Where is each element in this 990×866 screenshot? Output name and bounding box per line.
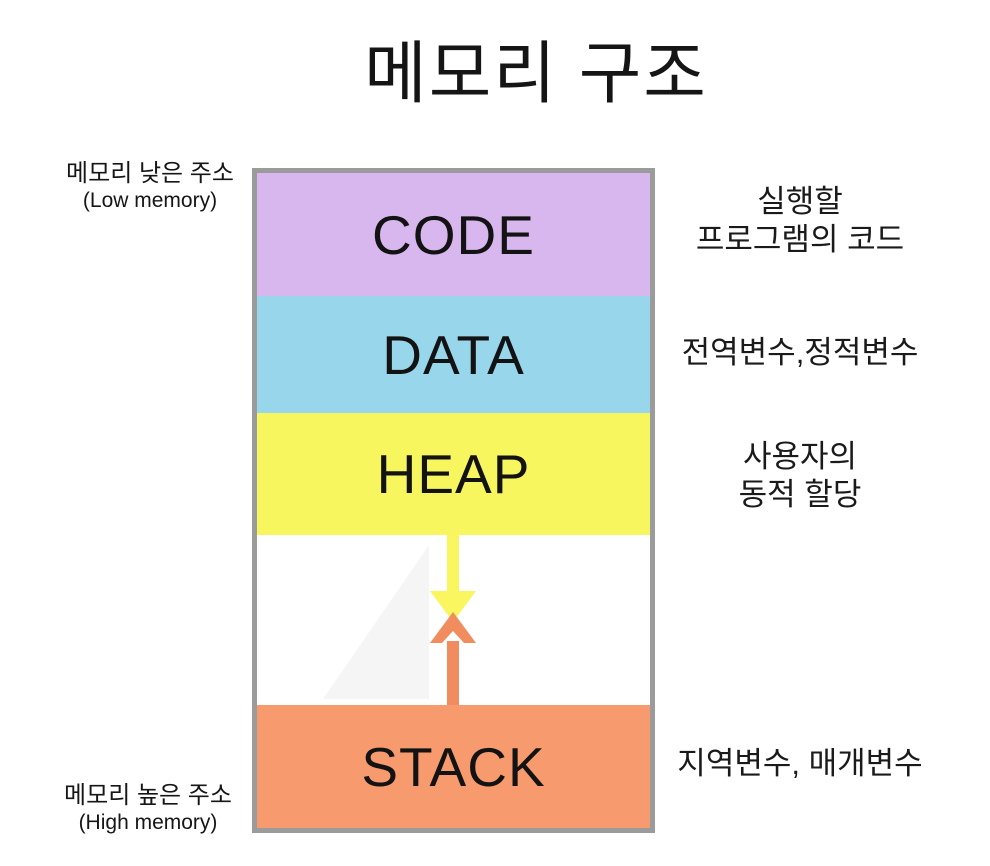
free-memory-gap	[257, 535, 650, 705]
stack-grow-arrow-icon	[447, 641, 459, 705]
heap-description-line1: 사용자의	[742, 439, 858, 474]
data-description-line1: 전역변수,정적변수	[681, 335, 919, 370]
segment-code-label: CODE	[372, 203, 535, 266]
low-memory-label-korean: 메모리 낮은 주소	[66, 160, 234, 187]
segment-data-label: DATA	[382, 323, 525, 386]
high-memory-label-english: (High memory)	[78, 811, 218, 834]
code-description-line2: 프로그램의 코드	[695, 222, 905, 257]
high-memory-label-korean: 메모리 높은 주소	[64, 782, 232, 809]
data-description: 전역변수,정적변수	[655, 334, 945, 372]
watermark-triangle	[323, 545, 429, 699]
segment-stack: STACK	[257, 705, 650, 828]
memory-box: CODE DATA HEAP STACK	[252, 168, 655, 833]
heap-description: 사용자의 동적 할당	[655, 438, 945, 514]
stack-description-line1: 지역변수, 매개변수	[677, 746, 923, 781]
heap-description-line2: 동적 할당	[738, 477, 862, 512]
low-memory-label-english: (Low memory)	[82, 189, 218, 212]
segment-heap-label: HEAP	[376, 443, 531, 505]
page-title: 메모리 구조	[364, 36, 708, 112]
low-memory-label: 메모리 낮은 주소 (Low memory)	[52, 160, 248, 214]
segment-stack-label: STACK	[361, 735, 546, 798]
stack-description: 지역변수, 매개변수	[655, 745, 945, 783]
heap-grow-arrow-icon	[447, 535, 459, 591]
code-description: 실행할 프로그램의 코드	[655, 183, 945, 259]
segment-code: CODE	[257, 173, 650, 296]
segment-heap: HEAP	[257, 413, 650, 535]
segment-data: DATA	[257, 296, 650, 413]
high-memory-label: 메모리 높은 주소 (High memory)	[50, 782, 246, 836]
code-description-line1: 실행할	[757, 184, 843, 219]
